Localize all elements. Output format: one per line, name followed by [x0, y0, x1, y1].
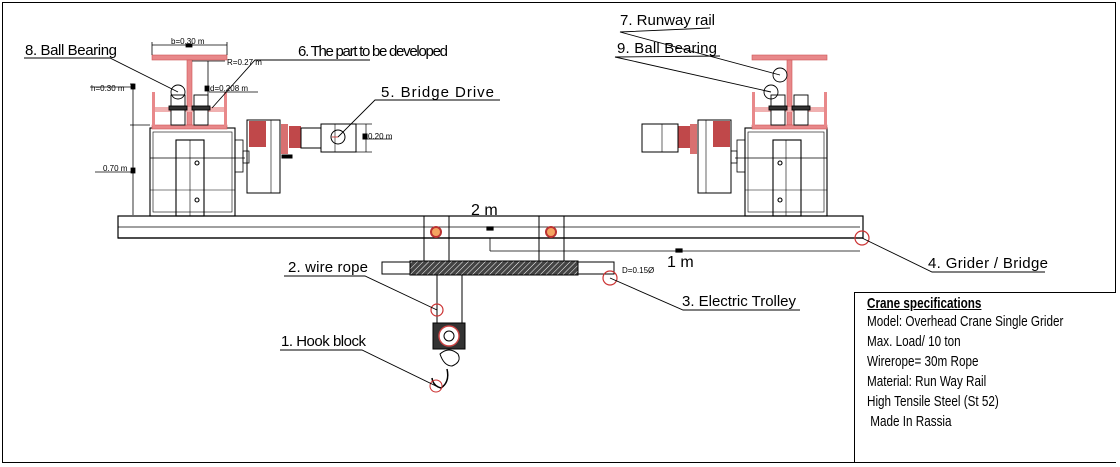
dim-span-1m: 1 m	[667, 254, 694, 271]
dim-070: 0.70 m	[103, 164, 128, 173]
dim-020: 0.20 m	[368, 132, 393, 141]
girder-bridge	[117, 215, 864, 253]
leader-lines	[24, 27, 1045, 387]
hook-block	[429, 275, 466, 393]
dim-r: R=0.27 m	[227, 58, 262, 67]
label-hook-block: 1. Hook block	[281, 333, 367, 350]
label-electric-trolley: 3. Electric Trolley	[682, 293, 797, 310]
dim-d: d=0.208 m	[210, 84, 248, 93]
label-runway-rail: 7. Runway rail	[620, 12, 715, 29]
right-bridge-drive	[641, 119, 732, 194]
crane-specifications-box: Crane specifications Model: Overhead Cra…	[854, 292, 1116, 463]
specs-title: Crane specifications	[867, 295, 982, 312]
spec-line-wirerope: Wirerope= 30m Rope	[867, 353, 979, 370]
callout-circles	[430, 230, 870, 317]
left-dimensions	[90, 42, 258, 215]
spec-line-model: Model: Overhead Crane Single Grider	[867, 313, 1064, 330]
right-ball-bearings	[763, 67, 811, 126]
right-end-truck	[730, 127, 828, 217]
dim-b: b=0.30 m	[171, 37, 205, 46]
spec-line-max-load: Max. Load/ 10 ton	[867, 333, 961, 350]
callout-labels: 8. Ball Bearing 6. The part to be develo…	[25, 12, 1048, 350]
label-ball-bearing-9: 9. Ball Bearing	[617, 40, 717, 57]
label-girder-bridge: 4. Grider / Bridge	[928, 255, 1048, 272]
left-runway-rail	[151, 54, 228, 130]
label-ball-bearing-8: 8. Ball Bearing	[25, 42, 117, 59]
spec-line-material: Material: Run Way Rail	[867, 373, 987, 390]
dim-rope-dia: D=0.15Ø	[622, 266, 654, 275]
right-runway-rail	[751, 54, 828, 130]
spec-line-steel: High Tensile Steel (St 52)	[867, 393, 999, 410]
left-bridge-drive	[246, 119, 392, 194]
label-bridge-drive: 5. Bridge Drive	[381, 84, 494, 101]
label-part-to-develop: 6. The part to be developed	[298, 43, 448, 60]
electric-trolley	[381, 215, 615, 276]
label-wire-rope: 2. wire rope	[288, 259, 368, 276]
dimension-labels: b=0.30 m R=0.27 m h=0.30 m d=0.208 m 0.7…	[91, 37, 694, 275]
dim-span-2m: 2 m	[471, 202, 498, 219]
left-ball-bearings	[168, 84, 211, 126]
left-end-truck	[149, 127, 250, 217]
spec-line-origin: Made In Rassia	[867, 413, 952, 430]
dim-h: h=0.30 m	[91, 84, 125, 93]
